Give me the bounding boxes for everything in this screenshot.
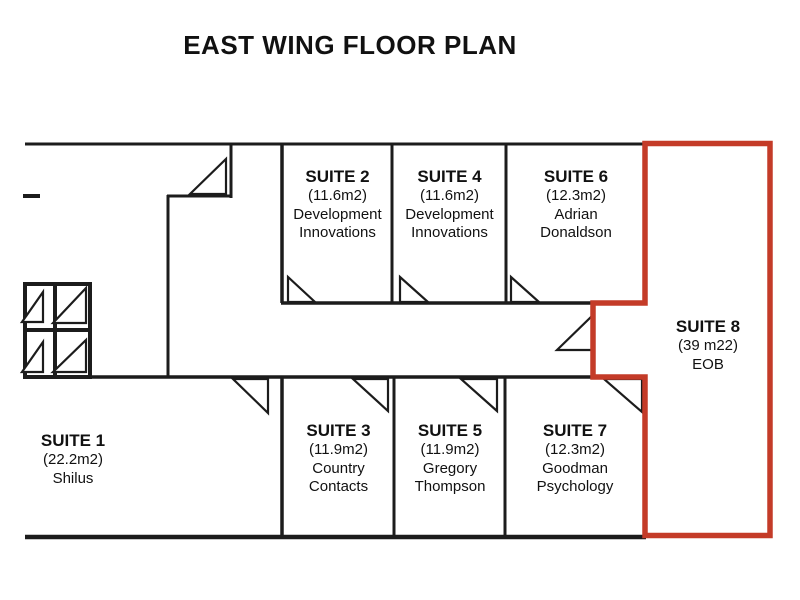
suite1-label: SUITE 1 (22.2m2) Shilus — [8, 431, 138, 488]
suite4-occupant: Development — [405, 205, 494, 223]
suite7-occupant: Goodman — [542, 459, 608, 477]
stairs-hatch-icon — [19, 338, 45, 374]
door-swing-suite7-icon — [601, 377, 644, 415]
suite4-occupant: Innovations — [411, 224, 488, 241]
suite5-label: SUITE 5 (11.9m2) Gregory Thompson — [396, 421, 504, 497]
stairs-hatch-icon — [50, 285, 88, 325]
suite6-label: SUITE 6 (12.3m2) Adrian Donaldson — [508, 167, 644, 243]
suite7-label: SUITE 7 (12.3m2) Goodman Psychology — [507, 421, 643, 497]
suite5-name: SUITE 5 — [417, 421, 483, 440]
stairs-hatch-icon — [50, 337, 88, 374]
suite7-area: (12.3m2) — [544, 441, 606, 458]
plan-title: EAST WING FLOOR PLAN — [183, 30, 517, 60]
suite4-area: (11.6m2) — [420, 187, 479, 204]
suite6-name: SUITE 6 — [543, 167, 609, 186]
door-swing-suite2-icon — [286, 274, 318, 304]
door-swing-suite8-icon — [554, 313, 594, 352]
door-swing-suite1-icon — [230, 377, 270, 416]
suite5-area: (11.9m2) — [420, 441, 480, 458]
door-swing-suite6-icon — [509, 274, 542, 304]
door-swing-suite5-icon — [458, 377, 499, 414]
stairs-hatch-icon — [19, 288, 45, 324]
suite8-occupant: EOB — [692, 355, 724, 373]
suite3-occupant: Contacts — [308, 478, 369, 495]
suite6-occupant: Adrian — [554, 205, 598, 223]
suite1-occupant: Shilus — [52, 469, 94, 487]
suite2-name: SUITE 2 — [305, 167, 370, 186]
suite2-area: (11.6m2) — [308, 187, 367, 204]
suite4-label: SUITE 4 (11.6m2) Development Innovations — [394, 167, 505, 243]
suite8-area: (39 m22) — [677, 337, 739, 354]
stairs-box — [19, 282, 92, 379]
suite6-area: (12.3m2) — [545, 187, 607, 204]
suite3-name: SUITE 3 — [306, 421, 371, 440]
door-swing-suite3-icon — [350, 377, 390, 414]
door-swing-suite4-icon — [398, 274, 431, 304]
door-swing-entry-icon — [187, 156, 228, 196]
suite8-label: SUITE 8 (39 m22) EOB — [647, 317, 769, 374]
suite3-area: (11.9m2) — [309, 441, 368, 458]
suite2-occupant: Development — [293, 205, 382, 223]
suite8-name: SUITE 8 — [675, 317, 741, 336]
suite4-name: SUITE 4 — [417, 167, 482, 186]
suite1-area: (22.2m2) — [42, 451, 104, 468]
suite3-label: SUITE 3 (11.9m2) Country Contacts — [284, 421, 393, 497]
suite2-occupant: Innovations — [299, 224, 376, 241]
suite7-occupant: Psychology — [536, 478, 614, 495]
suite5-occupant: Thompson — [414, 478, 486, 495]
suite8-highlight-outline — [590, 140, 773, 539]
suite6-occupant: Donaldson — [540, 224, 612, 241]
suite1-name: SUITE 1 — [40, 431, 106, 450]
suite3-occupant: Country — [312, 459, 365, 477]
suite5-occupant: Gregory — [422, 459, 478, 477]
suite2-label: SUITE 2 (11.6m2) Development Innovations — [284, 167, 391, 243]
suite7-name: SUITE 7 — [542, 421, 608, 440]
